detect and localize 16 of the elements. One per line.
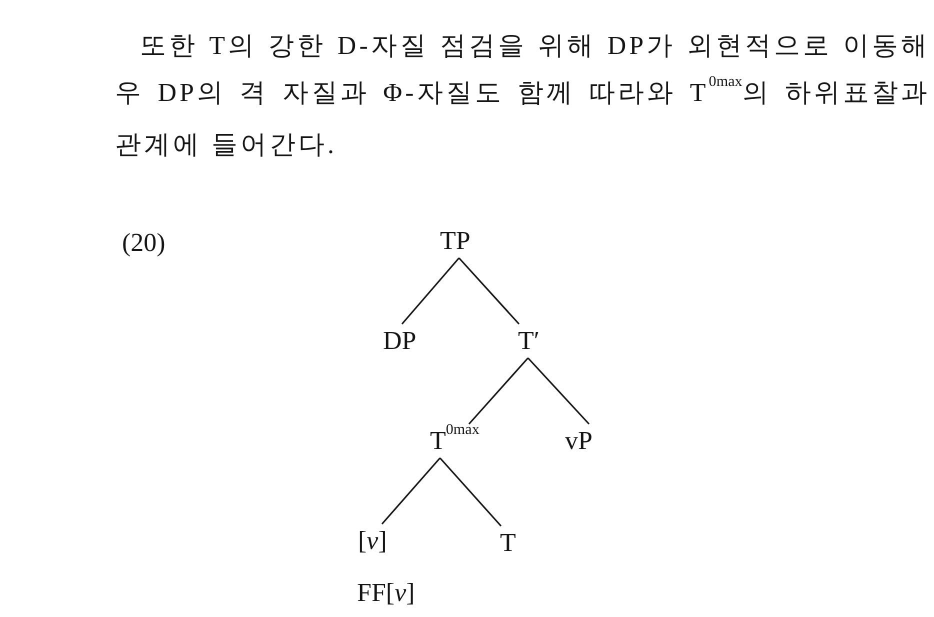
tree-node-label: T$^{0max}$ [430, 424, 480, 458]
body-paragraph: 또한 T의 강한 D-자질 점검을 위해 DP가 외현적으로 이동해 우 DP의 격 자질과 Φ-자질도 함께 따라와 T$^{0max}$의 하위표찰과 관계에 들어간다. [115, 30, 930, 161]
tree-node-label: [v] [358, 524, 387, 558]
tree-node-label: TP [440, 224, 470, 258]
node-annotation: FF[v] [357, 577, 415, 609]
tree-node-label: DP [383, 324, 416, 358]
tree-branch [527, 357, 590, 425]
tree-branch [458, 257, 520, 325]
tree-branch [468, 357, 529, 425]
tree-node-label: T′ [518, 324, 540, 358]
tree-branch [381, 457, 441, 525]
tree-branch [401, 257, 460, 325]
tree-node-label: vP [565, 424, 592, 458]
tree-branch [439, 457, 502, 527]
example-number: (20) [122, 227, 166, 259]
tree-node-label: T [500, 526, 516, 560]
